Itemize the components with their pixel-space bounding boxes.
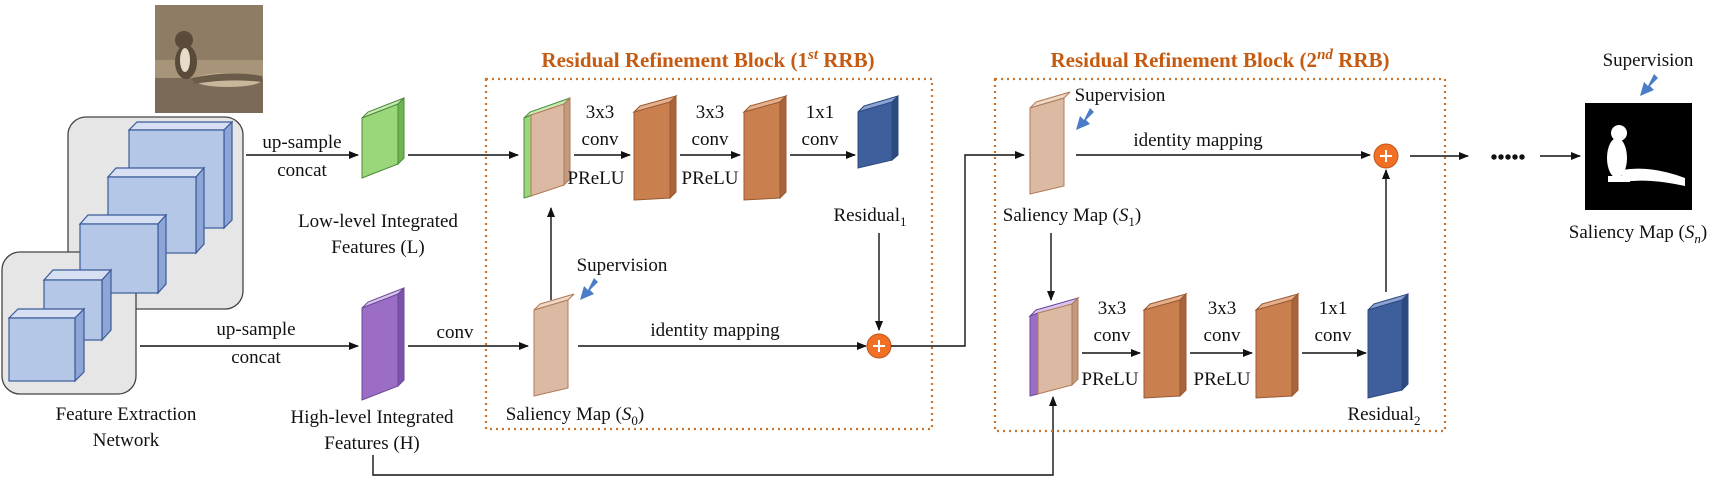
- low-level-feature-map: [361, 96, 405, 179]
- rrb1-title: Residual Refinement Block (1st RRB): [541, 47, 874, 72]
- ellipsis: •••••: [1490, 147, 1525, 169]
- s0-label: Saliency Map (S0): [506, 404, 644, 428]
- s1-label: Saliency Map (S1): [1003, 205, 1141, 229]
- rrb2-residual-map: [1367, 292, 1409, 399]
- rrb2-plus-icon: [1373, 143, 1399, 169]
- rrb1-identity-label: identity mapping: [650, 320, 780, 341]
- input-image: [155, 5, 263, 113]
- rrb1-plus-icon: [866, 333, 892, 359]
- rrb1-conv3-label: conv: [802, 129, 839, 150]
- rrb1-conv-map-1: [632, 94, 678, 201]
- rrb2-conv-map-1: [1142, 292, 1188, 399]
- rrb2-identity-label: identity mapping: [1133, 130, 1263, 151]
- rrb2-conv2-label: conv: [1204, 325, 1241, 346]
- output-saliency-image: [1585, 103, 1692, 210]
- feature-extraction-label-1: Feature Extraction: [56, 404, 197, 425]
- low-level-label-1: Low-level Integrated: [298, 211, 458, 232]
- rrb2-conv1-size: 3x3: [1098, 298, 1127, 319]
- rrb1-conv2-label: conv: [692, 129, 729, 150]
- rrb2-prelu-1: PReLU: [1082, 369, 1139, 390]
- rrb1-residual-map: [857, 94, 899, 169]
- final-supervision-arrow-icon: [1640, 74, 1658, 96]
- rrb1-residual-label: Residual1: [834, 205, 907, 229]
- rrb2-supervision-arrow-icon: [1076, 108, 1094, 130]
- high-level-feature-map: [361, 286, 405, 401]
- high-level-label-1: High-level Integrated: [290, 407, 454, 428]
- rrb1-supervision-arrow-icon: [580, 278, 598, 300]
- rrb1-saliency-map-s0: [533, 293, 575, 397]
- rrb2-title: Residual Refinement Block (2nd RRB): [1050, 47, 1389, 72]
- concat-label-bottom: concat: [231, 347, 281, 368]
- final-supervision-label: Supervision: [1603, 50, 1694, 71]
- rrb1-prelu-2: PReLU: [682, 168, 739, 189]
- rrb2-conv3-label: conv: [1315, 325, 1352, 346]
- rrb1-conv3-size: 1x1: [806, 102, 835, 123]
- rrb2-concat-map: [1028, 296, 1080, 397]
- concat-label-top: concat: [277, 160, 327, 181]
- rrb2-conv2-size: 3x3: [1208, 298, 1237, 319]
- rrb1-conv1-label: conv: [582, 129, 619, 150]
- rrb2-saliency-map-s1: [1029, 91, 1071, 195]
- arrow-high-to-rrb2: [372, 396, 1057, 476]
- low-level-label-2: Features (L): [331, 237, 424, 258]
- rrb2-prelu-2: PReLU: [1194, 369, 1251, 390]
- rrb1-prelu-1: PReLU: [568, 168, 625, 189]
- rrb1-conv2-size: 3x3: [696, 102, 725, 123]
- rrb1-to-rrb2-arrow: [891, 151, 1025, 347]
- cube-5: [7, 307, 86, 383]
- rrb2-conv3-size: 1x1: [1319, 298, 1348, 319]
- rrb2-supervision-label: Supervision: [1075, 85, 1166, 106]
- sn-label: Saliency Map (Sn): [1569, 222, 1707, 246]
- upsample-label-bottom: up-sample: [216, 319, 295, 340]
- rrb2-conv1-label: conv: [1094, 325, 1131, 346]
- feature-extraction-network: [1, 116, 244, 395]
- rrb1-box: [484, 77, 934, 431]
- rrb2-box: [993, 77, 1447, 433]
- rrb1-supervision-label: Supervision: [577, 255, 668, 276]
- upsample-label-top: up-sample: [262, 132, 341, 153]
- rrb2-conv-map-2: [1254, 292, 1300, 399]
- rrb2-residual-label: Residual2: [1348, 404, 1421, 428]
- rrb1-concat-map: [523, 96, 571, 199]
- feature-extraction-label-2: Network: [93, 430, 160, 451]
- conv-label-high: conv: [437, 322, 474, 343]
- rrb1-conv1-size: 3x3: [586, 102, 615, 123]
- rrb1-conv-map-2: [742, 94, 788, 201]
- high-level-label-2: Features (H): [324, 433, 420, 454]
